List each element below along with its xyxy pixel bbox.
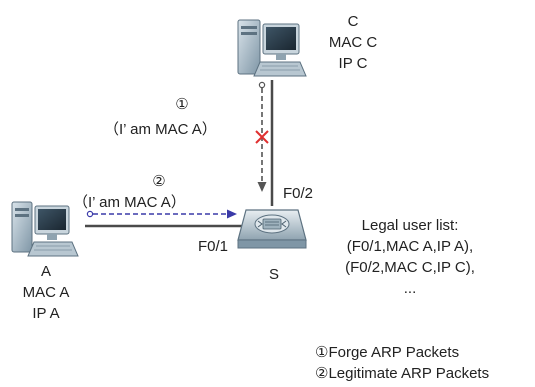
legal-list-entry: ... xyxy=(403,280,417,297)
pc-c-icon xyxy=(237,19,307,77)
legal-list-entry: (F0/2,MAC C,IP C), xyxy=(345,259,475,276)
node-a-name: A xyxy=(40,263,51,280)
node-a-mac: MAC A xyxy=(22,284,70,301)
legit-packet-path xyxy=(86,209,237,219)
legal-list-entry: (F0/1,MAC A,IP A), xyxy=(346,238,474,255)
node-c-ip: IP C xyxy=(338,55,368,72)
legend-forge: ①Forge ARP Packets xyxy=(315,344,460,361)
node-s-name: S xyxy=(268,266,279,283)
node-c-name: C xyxy=(347,13,359,30)
node-a-ip: IP A xyxy=(32,305,60,322)
port-f02-label: F0/2 xyxy=(283,185,314,202)
legal-list-title: Legal user list: xyxy=(361,217,459,234)
blocked-cross-icon xyxy=(255,130,269,144)
message-2-number: ② xyxy=(152,173,166,190)
message-1-text: （I’ am MAC A） xyxy=(104,121,217,138)
port-f01-label: F0/1 xyxy=(198,238,229,255)
node-c-mac: MAC C xyxy=(328,34,378,51)
pc-a-icon xyxy=(11,201,79,257)
switch-s-icon xyxy=(237,209,307,249)
message-1-number: ① xyxy=(175,96,189,113)
legend-legit: ②Legitimate ARP Packets xyxy=(315,365,490,382)
message-2-text: （I’ am MAC A） xyxy=(73,194,186,211)
